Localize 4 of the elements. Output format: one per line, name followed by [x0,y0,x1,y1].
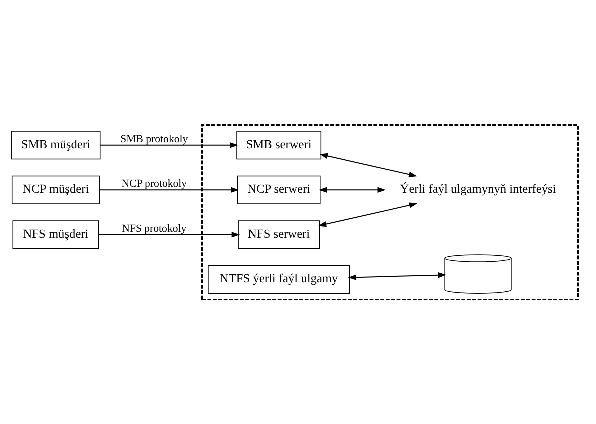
node-text: Ýerli faýl ulgamynyň interfeýsi [400,182,556,196]
edge-label: SMB protokoly [120,132,188,145]
edge-label: NCP protokoly [122,178,188,190]
edge-label: NFS protokoly [122,222,187,234]
